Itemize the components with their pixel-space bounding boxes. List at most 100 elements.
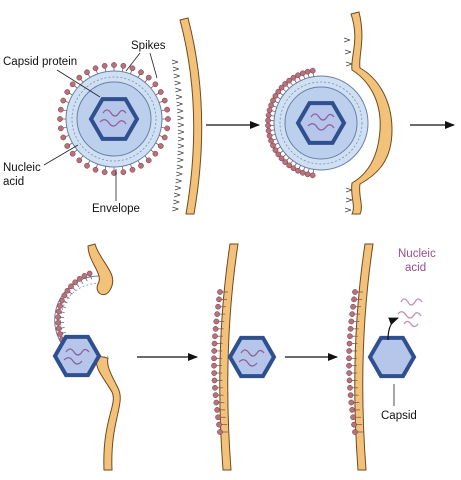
receptor bbox=[175, 87, 182, 93]
spike-head bbox=[265, 117, 271, 124]
spike-head bbox=[348, 399, 355, 406]
host-membrane bbox=[354, 243, 374, 471]
panel-5: Nucleic acid Capsid bbox=[346, 243, 436, 471]
spike-head bbox=[72, 279, 78, 286]
spike-head bbox=[212, 325, 219, 332]
host-membrane bbox=[350, 11, 393, 215]
spike-head bbox=[350, 303, 356, 310]
membrane-receptors bbox=[343, 37, 353, 213]
spike-head bbox=[64, 143, 71, 149]
spike-head bbox=[161, 97, 168, 104]
spike-head bbox=[211, 340, 218, 347]
spike-head bbox=[60, 134, 67, 141]
spike-head bbox=[55, 314, 61, 321]
spike-head bbox=[64, 287, 71, 294]
spike-head bbox=[217, 429, 223, 435]
label-released-nucleic-line2: acid bbox=[405, 262, 426, 274]
spike-head bbox=[161, 134, 168, 141]
spike-head bbox=[278, 155, 285, 162]
released-nucleic-acid bbox=[397, 298, 423, 328]
spike-head bbox=[346, 340, 353, 347]
spike-head bbox=[272, 147, 279, 153]
receptor bbox=[177, 129, 185, 135]
leader-spikes-2 bbox=[149, 52, 158, 79]
spike-head bbox=[129, 166, 136, 173]
spike-head bbox=[57, 303, 63, 309]
receptor bbox=[345, 187, 353, 193]
spike-head bbox=[299, 70, 306, 77]
spike-head bbox=[268, 137, 274, 144]
spike-head bbox=[265, 112, 272, 119]
spike-head bbox=[55, 325, 62, 332]
spike-head bbox=[346, 377, 353, 384]
spike-head bbox=[348, 318, 355, 325]
spike-head bbox=[152, 150, 159, 157]
spike-head bbox=[347, 384, 353, 391]
label-released-nucleic-line1: Nucleic bbox=[398, 248, 436, 260]
spike-head bbox=[286, 77, 293, 84]
spike-head bbox=[270, 142, 276, 149]
spike-head bbox=[111, 170, 117, 176]
spike-head bbox=[347, 325, 354, 332]
panel-2 bbox=[265, 11, 393, 215]
spike-head bbox=[120, 62, 127, 69]
spike-head bbox=[211, 355, 217, 362]
capsid-hexagon bbox=[367, 335, 417, 379]
spike-head bbox=[309, 67, 316, 74]
spike-head bbox=[152, 81, 159, 88]
spike-head bbox=[346, 355, 352, 362]
spike-head bbox=[76, 74, 83, 81]
host-membrane bbox=[179, 17, 203, 215]
spike-head bbox=[351, 421, 357, 428]
receptor bbox=[177, 150, 184, 156]
receptor bbox=[177, 143, 185, 149]
receptor bbox=[177, 136, 185, 142]
spike-head bbox=[212, 333, 218, 340]
spike-head bbox=[349, 407, 355, 413]
spike-head bbox=[55, 308, 62, 315]
receptor bbox=[344, 49, 352, 55]
spike-head bbox=[282, 81, 289, 87]
spike-head bbox=[145, 74, 152, 81]
nucleic-acid bbox=[63, 348, 90, 365]
leader-spikes-1 bbox=[125, 52, 141, 72]
spike-head bbox=[129, 65, 136, 72]
spike-head bbox=[299, 169, 306, 176]
spike-head bbox=[346, 362, 352, 369]
receptor bbox=[177, 122, 184, 128]
spike-head bbox=[350, 414, 356, 421]
spike-head bbox=[217, 289, 223, 295]
spike-head bbox=[211, 348, 218, 354]
label-capsid: Capsid bbox=[381, 410, 417, 422]
spike-head bbox=[275, 151, 282, 158]
spike-head bbox=[290, 74, 297, 81]
receptor bbox=[343, 37, 351, 43]
spike-head bbox=[92, 166, 99, 173]
receptor bbox=[173, 73, 180, 79]
spike-head bbox=[212, 384, 218, 391]
spike-head bbox=[272, 93, 279, 99]
receptor bbox=[345, 61, 353, 67]
spike-head bbox=[138, 162, 144, 169]
spike-head bbox=[212, 392, 219, 399]
spike-head bbox=[282, 159, 289, 165]
spike-head bbox=[266, 132, 273, 139]
spike-head bbox=[304, 171, 311, 178]
spike-head bbox=[157, 89, 164, 95]
spike-head bbox=[120, 169, 127, 176]
spike-head bbox=[64, 89, 71, 95]
receptor bbox=[177, 115, 184, 121]
spike-head bbox=[101, 62, 108, 69]
spike-head bbox=[164, 125, 171, 132]
release-arrow bbox=[387, 317, 399, 341]
inserted-spikes bbox=[211, 289, 228, 435]
spike-head bbox=[266, 107, 273, 114]
panel-1: Capsid protein Spikes Nucleic acid Envel… bbox=[3, 17, 203, 215]
label-nucleic-line2: acid bbox=[3, 176, 24, 188]
spike-head bbox=[57, 106, 64, 113]
spike-head bbox=[145, 157, 152, 164]
spike-head bbox=[346, 348, 353, 354]
envelope-inner-layer bbox=[71, 76, 157, 162]
receptor bbox=[176, 171, 183, 177]
spike-head bbox=[84, 162, 90, 169]
